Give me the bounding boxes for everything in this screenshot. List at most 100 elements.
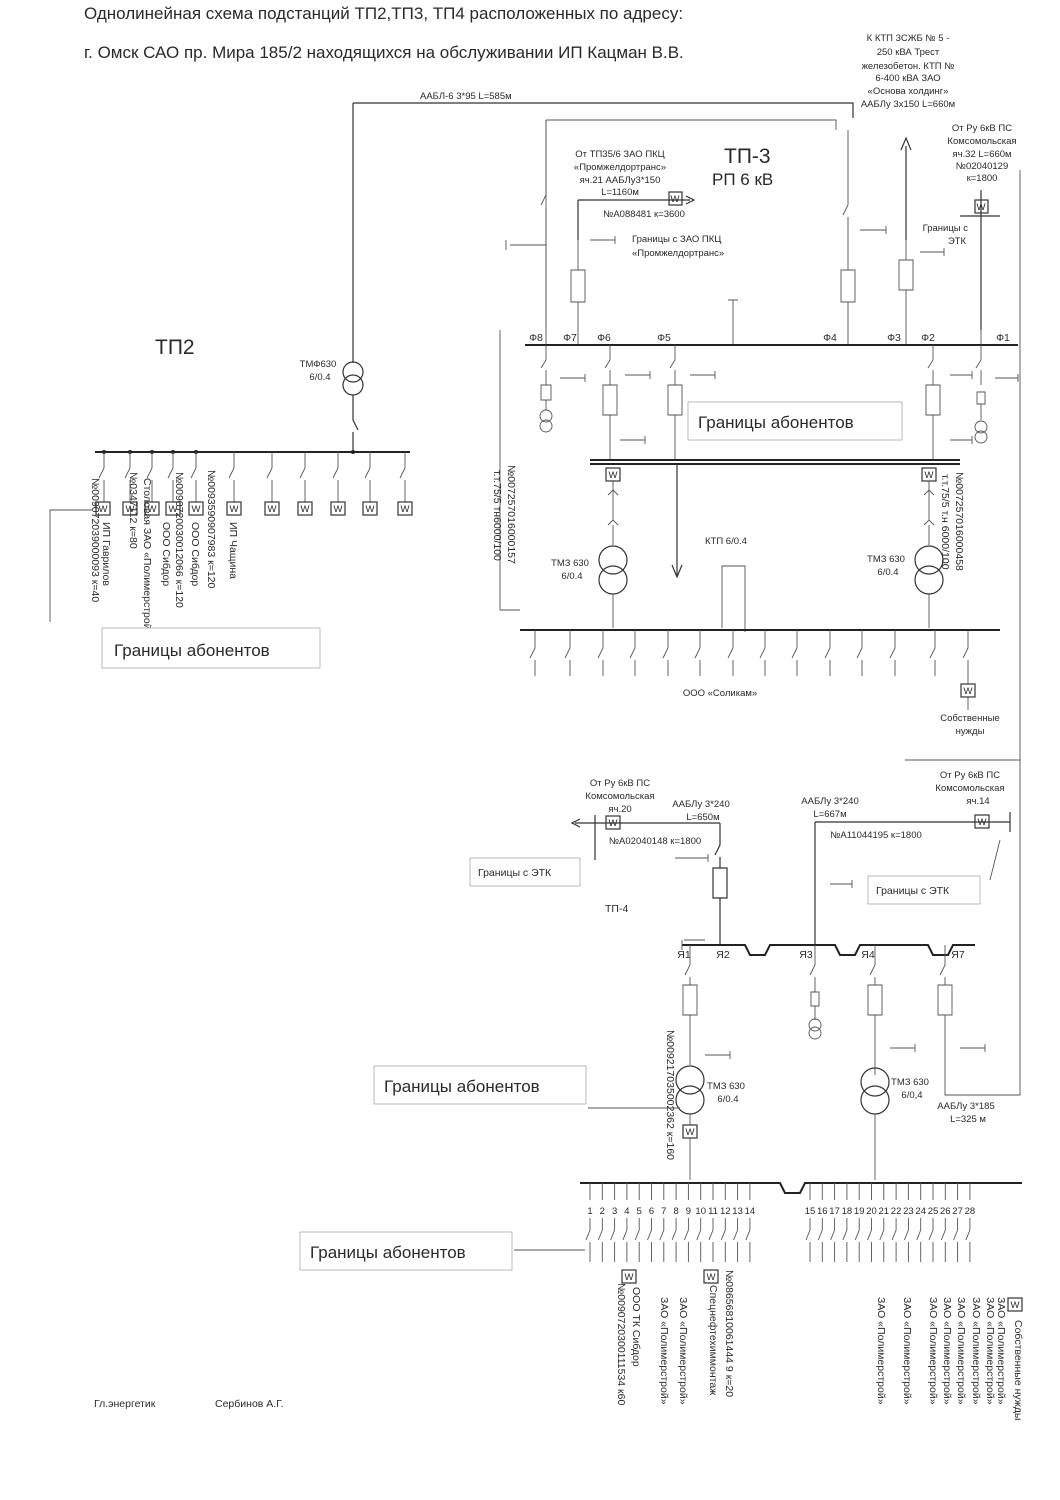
svg-text:От Ру 6кВ ПС: От Ру 6кВ ПС (940, 770, 1000, 781)
tp4-feeder-number: 6 (649, 1206, 654, 1217)
svg-text:ИП Гаврилов: ИП Гаврилов (100, 522, 112, 586)
svg-text:L=325 м: L=325 м (950, 1114, 986, 1125)
tp4-feeder-number: 2 (600, 1206, 605, 1217)
svg-text:ЗАО «Полимерстрой»: ЗАО «Полимерстрой» (941, 1297, 953, 1405)
svg-text:W: W (148, 504, 157, 515)
tp4-transformer-right: ТМЗ 630 6/0,4 (860, 1067, 929, 1115)
tp4-feeder-number: 19 (854, 1206, 865, 1217)
svg-text:W: W (301, 504, 310, 515)
tp4-feeder-number: 16 (817, 1206, 828, 1217)
tp4-bus-6kv (682, 944, 975, 956)
svg-text:W: W (126, 504, 135, 515)
svg-text:№08656810061444 9 к=20: №08656810061444 9 к=20 (723, 1270, 735, 1397)
tp4-lv-feeders (585, 1183, 971, 1262)
tp4-feeder-number: 7 (661, 1206, 666, 1217)
tp4-feeder-line (696, 1183, 702, 1262)
svg-text:Я2: Я2 (716, 949, 730, 961)
svg-text:Спецнефтехиммонтаж: Спецнефтехиммонтаж (707, 1285, 719, 1395)
svg-text:6/0.4: 6/0.4 (309, 372, 330, 383)
tp3-own-needs: Собственные нужды (940, 713, 999, 737)
svg-text:6/0.4: 6/0.4 (561, 571, 582, 582)
tp4-feeder-number: 8 (673, 1206, 678, 1217)
svg-text:6/0,4: 6/0,4 (901, 1090, 922, 1101)
svg-text:ООО ТК Сибдор: ООО ТК Сибдор (630, 1287, 642, 1367)
tp4-border-etk-right: Границы с ЭТК (876, 885, 950, 897)
svg-text:W: W (707, 1272, 716, 1283)
tp3-transformer-right: ТМЗ 630 6/0.4 (867, 545, 944, 595)
svg-text:Я3: Я3 (799, 949, 813, 961)
tp4-feeder-line (953, 1183, 959, 1262)
svg-text:От ТП35/6 ЗАО ПКЦ: От ТП35/6 ЗАО ПКЦ (575, 149, 664, 160)
tp4-left-cable: ААБЛу 3*240 L=650м (672, 799, 729, 823)
tp4-feeder-line (647, 1183, 652, 1262)
tp3-top-right-note: К КТП 3СЖБ № 5 - 250 кВА Трест железобет… (861, 33, 955, 110)
svg-text:т.т.75/5 т.н 6000/100: т.т.75/5 т.н 6000/100 (939, 474, 951, 570)
tp4-feeder-line (622, 1183, 628, 1262)
tp4-feeder-line (634, 1183, 640, 1262)
tp3-left-feed-note: От ТП35/6 ЗАО ПКЦ «Промжелдортранс» яч.2… (574, 149, 685, 220)
tp4-feeder-number: 23 (903, 1206, 914, 1217)
svg-text:L=650м: L=650м (686, 812, 719, 823)
tp4-feeder-number: 12 (720, 1206, 731, 1217)
svg-text:Я7: Я7 (951, 949, 965, 961)
svg-text:Я4: Я4 (861, 949, 875, 961)
svg-text:Я1: Я1 (677, 949, 691, 961)
tp4-feeder-line (817, 1183, 823, 1262)
tp4-consumers-right: ЗАО «Полимерстрой» ЗАО «Полимерстрой» ЗА… (875, 1297, 1024, 1420)
svg-text:L=667м: L=667м (813, 809, 846, 820)
title-line-2: г. Омск САО пр. Мира 185/2 находящихся н… (84, 43, 684, 62)
tp2-feeders (98, 452, 406, 502)
tp4-feeder-line (585, 1183, 591, 1262)
tp2-transformer: ТМФ630 6/0.4 (300, 359, 364, 396)
svg-text:ААБЛу 3*240: ААБЛу 3*240 (672, 799, 729, 810)
svg-text:железобетон. КТП №: железобетон. КТП № (862, 61, 955, 72)
tp3-subtitle: РП 6 кВ (712, 170, 773, 189)
svg-text:№009072039000093 к=40: №009072039000093 к=40 (89, 478, 101, 602)
tp4-feeder-line (867, 1183, 872, 1262)
svg-text:Комсомольская: Комсомольская (935, 783, 1004, 794)
tp4-feeder-line (671, 1183, 677, 1262)
tp3-transformer-left: ТМЗ 630 6/0.4 (551, 545, 628, 595)
svg-text:ТМЗ 630: ТМЗ 630 (891, 1077, 929, 1088)
svg-text:к=1800: к=1800 (967, 173, 998, 184)
tp4-feeder-line (805, 1183, 811, 1262)
tp3-lv-feeders (529, 630, 969, 710)
svg-text:ААБЛу 3*240: ААБЛу 3*240 (801, 796, 858, 807)
svg-text:Комсомольская: Комсомольская (585, 791, 654, 802)
tp4-feeder-line (733, 1183, 739, 1262)
svg-text:Границы с: Границы с (923, 223, 969, 234)
tp4-cable-185: ААБЛу 3*185 L=325 м (937, 1101, 994, 1125)
tp3-meter-right-label: №007257016000458 т.т.75/5 т.н 6000/100 (939, 472, 965, 571)
svg-text:W: W (978, 817, 987, 828)
title-line-1: Однолинейная схема подстанций ТП2,ТП3, Т… (84, 4, 683, 23)
tp4-feeder-number: 1 (587, 1206, 592, 1217)
tp4-feeder-line (916, 1183, 922, 1262)
tp4-feeder-number: 10 (695, 1206, 706, 1217)
svg-text:Ф4: Ф4 (823, 332, 837, 344)
tp4-feeder-number: 15 (805, 1206, 816, 1217)
svg-text:«Основа холдинг»: «Основа холдинг» (868, 86, 949, 97)
svg-text:№007257016000458: №007257016000458 (953, 472, 965, 571)
svg-text:Ф3: Ф3 (887, 332, 901, 344)
tp4-feeder-line (842, 1183, 848, 1262)
tp4-feeder-number: 22 (891, 1206, 902, 1217)
tp4-cell-labels: Я1 Я2 Я3 Я4 Я7 (677, 949, 965, 961)
tp4-right-feed-note: От Ру 6кВ ПС Комсомольская яч.14 (935, 770, 1004, 807)
svg-text:ТМЗ 630: ТМЗ 630 (551, 558, 589, 569)
tp4-feeder-number: 28 (965, 1206, 976, 1217)
tp4-vertical-meter: №009217035002362 к=160 (664, 1030, 676, 1160)
svg-text:W: W (609, 470, 618, 481)
svg-text:W: W (192, 504, 201, 515)
tp4-feeder-number: 17 (829, 1206, 840, 1217)
svg-text:Ф6: Ф6 (597, 332, 611, 344)
svg-text:От Ру 6кВ ПС: От Ру 6кВ ПС (952, 123, 1012, 134)
tp4-feeder-line (879, 1183, 885, 1262)
tp4-boundary-top: Границы абонентов (384, 1077, 540, 1096)
tp3-name: ТП-3 (724, 145, 771, 168)
svg-text:№0347112 к=80: №0347112 к=80 (127, 472, 139, 549)
tp2-consumer-labels: №009072039000093 к=40 ИП Гаврилов №03471… (89, 470, 239, 636)
tp4-feeder-line (965, 1183, 971, 1262)
svg-text:К КТП 3СЖБ № 5 -: К КТП 3СЖБ № 5 - (867, 33, 950, 44)
tp4-feeder-number: 20 (866, 1206, 877, 1217)
